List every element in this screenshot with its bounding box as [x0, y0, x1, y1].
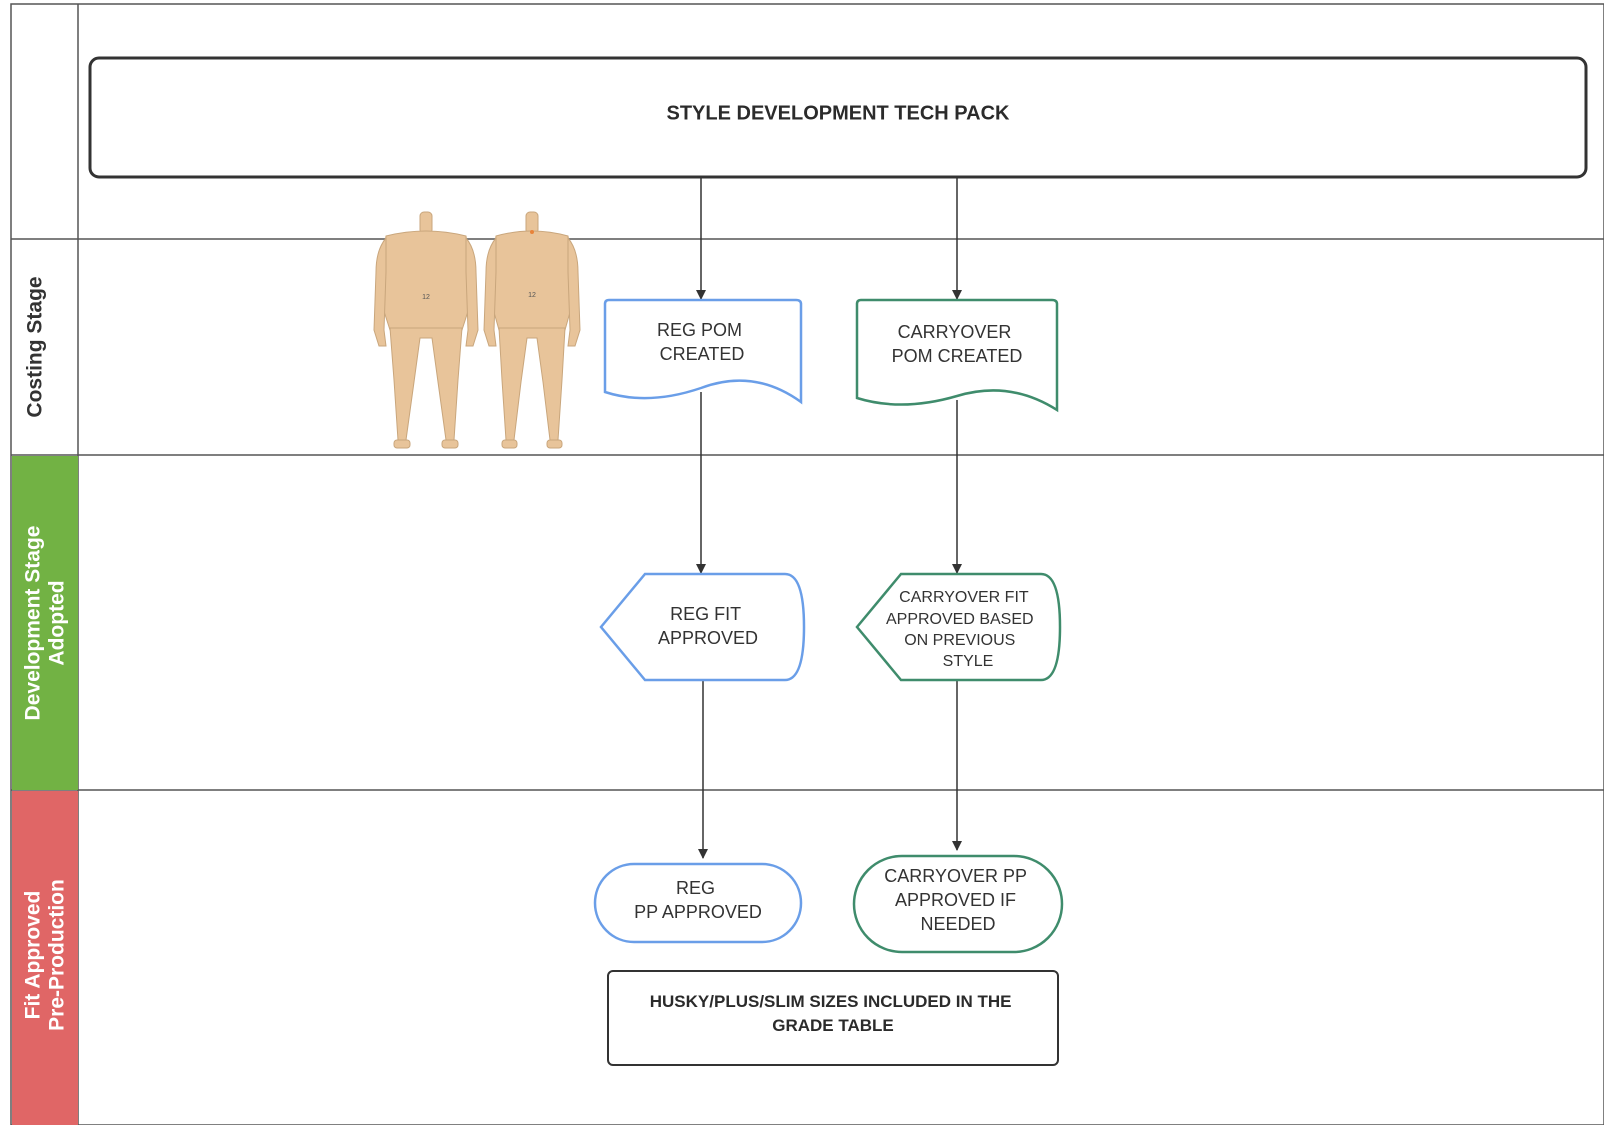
- lane-label-fit-line1: Fit Approved: [22, 891, 45, 1020]
- node-reg-pom-label: REG POM CREATED: [657, 320, 747, 364]
- node-carryover-fit-line1: CARRYOVER FIT: [899, 589, 1029, 606]
- lane-header-fit: [12, 791, 78, 1125]
- node-reg-fit-label: REG FIT APPROVED: [658, 604, 758, 648]
- mannequin-right-size: 12: [528, 292, 536, 299]
- node-grade-table-note[interactable]: HUSKY/PLUS/SLIM SIZES INCLUDED IN THE GR…: [607, 970, 1059, 1066]
- node-reg-pom-line2: CREATED: [660, 344, 745, 364]
- node-carryover-pp-line1: CARRYOVER PP: [884, 866, 1027, 886]
- node-reg-pp-line1: REG: [676, 878, 715, 898]
- lane-label-development-line2: Adopted: [46, 580, 69, 665]
- node-carryover-fit-label: CARRYOVER FIT APPROVED BASED ON PREVIOUS…: [886, 589, 1038, 670]
- mannequin-left-size: 12: [422, 294, 430, 301]
- node-carryover-fit-line2: APPROVED BASED: [886, 611, 1034, 628]
- node-carryover-pp-label: CARRYOVER PP APPROVED IF NEEDED: [884, 866, 1031, 934]
- node-carryover-pp-line3: NEEDED: [920, 914, 995, 934]
- lane-header-development: [12, 456, 78, 790]
- lane-label-development-line1: Development Stage: [22, 526, 45, 721]
- node-carryover-pom-created[interactable]: CARRYOVER POM CREATED: [855, 298, 1059, 413]
- node-carryover-pom-line1: CARRYOVER: [898, 322, 1012, 342]
- node-reg-fit-line1: REG FIT: [670, 604, 741, 624]
- node-grade-table-line1: HUSKY/PLUS/SLIM SIZES INCLUDED IN THE: [650, 992, 1012, 1011]
- node-carryover-pp-approved[interactable]: CARRYOVER PP APPROVED IF NEEDED: [852, 854, 1064, 954]
- node-carryover-fit-line3: ON PREVIOUS: [904, 632, 1015, 649]
- node-carryover-pp-line2: APPROVED IF: [895, 890, 1016, 910]
- node-tech-pack-label: STYLE DEVELOPMENT TECH PACK: [667, 102, 1011, 124]
- lane-label-development: Development Stage Adopted: [22, 526, 69, 721]
- lane-label-fit-line2: Pre-Production: [46, 879, 69, 1031]
- lane-label-fit: Fit Approved Pre-Production: [22, 879, 69, 1031]
- node-reg-pp-approved[interactable]: REG PP APPROVED: [593, 862, 803, 944]
- node-carryover-pom-line2: POM CREATED: [892, 346, 1023, 366]
- node-reg-pom-line1: REG POM: [657, 320, 742, 340]
- node-reg-fit-line2: APPROVED: [658, 628, 758, 648]
- node-carryover-fit-line4: STYLE: [943, 653, 994, 670]
- node-carryover-fit-approved[interactable]: CARRYOVER FIT APPROVED BASED ON PREVIOUS…: [855, 572, 1062, 682]
- node-carryover-pom-label: CARRYOVER POM CREATED: [892, 322, 1023, 366]
- mannequin-image-left: 12: [373, 211, 479, 449]
- node-reg-pp-label: REG PP APPROVED: [634, 878, 762, 922]
- node-grade-table-line2: GRADE TABLE: [772, 1016, 894, 1035]
- lane-label-costing: Costing Stage: [24, 276, 47, 417]
- node-reg-pom-created[interactable]: REG POM CREATED: [603, 298, 803, 405]
- node-reg-pp-line2: PP APPROVED: [634, 902, 762, 922]
- node-reg-fit-approved[interactable]: REG FIT APPROVED: [599, 572, 806, 682]
- mannequin-image-right: 12: [483, 211, 581, 449]
- connectors: [696, 177, 962, 859]
- node-grade-table-label: HUSKY/PLUS/SLIM SIZES INCLUDED IN THE GR…: [650, 992, 1016, 1035]
- node-tech-pack[interactable]: STYLE DEVELOPMENT TECH PACK: [88, 56, 1588, 179]
